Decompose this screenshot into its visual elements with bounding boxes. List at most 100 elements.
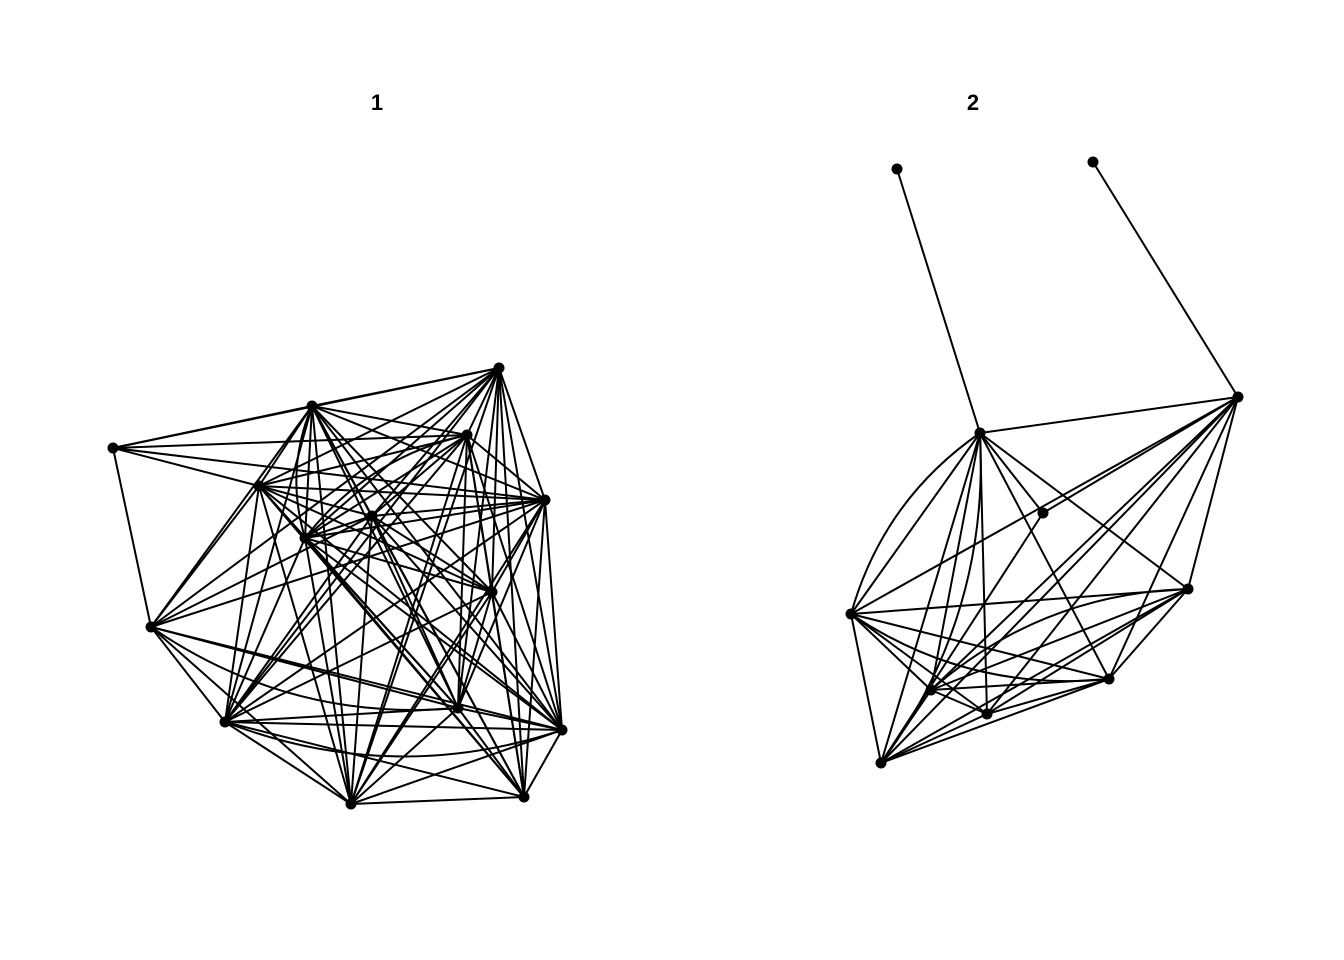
panel-2-edge-3-6 [850,396,1239,615]
panel-1-node-3 [461,429,473,441]
panel-2-curved-edge-2-10 [880,432,982,764]
panel-1-edge-7-10 [224,537,306,723]
panel-1-title: 1 [370,90,384,115]
panel-1-edge-8-10 [224,515,373,723]
panel-1-edge-5-10 [224,499,546,723]
panel-1-node-6 [145,621,157,633]
panel-2-edge-8-10 [880,713,988,764]
panel-2-node-9 [1103,673,1115,685]
panel-1-edge-3-11 [457,434,468,709]
panel-2-node-8 [981,708,993,720]
panel-2-edge-2-3 [979,396,1239,434]
panel-2-curved-edge-5-7 [930,588,1189,691]
panel-1-edge-2-10 [224,367,500,723]
panel-1-edge-1-3 [311,405,468,436]
panel-1-edge-2-12 [498,367,563,731]
panel-2-edge-2-5 [979,432,1189,590]
panel-1-edge-1-6 [150,405,313,628]
panel-1-node-8 [366,510,378,522]
panel-1-node-0 [107,442,119,454]
panel-2-node-5 [1182,583,1194,595]
panel-1-node-11 [452,702,464,714]
panel-1-edge-5-8 [371,499,546,517]
panel-1-edge-9-12 [491,591,563,731]
panel-1-edge-4-12 [258,485,563,731]
panel-1-edge-4-6 [150,485,260,628]
panel-2-node-4 [1037,507,1049,519]
panel-1-edge-3-13 [350,434,468,805]
panel-2-node-1 [1087,156,1099,168]
panel-1-edge-6-8 [150,515,373,628]
panel-2-node-3 [1232,391,1244,403]
panel-1-edge-7-12 [304,537,563,731]
panel-1-edge-2-5 [498,367,546,501]
panel-1-edge-3-7 [304,434,468,539]
panel-1-node-12 [556,724,568,736]
panel-1-edge-4-10 [224,485,260,723]
panel-1-curved-edge-1-7 [295,405,313,539]
panel-1-edge-5-6 [150,499,546,628]
panel-1-edge-5-12 [544,499,563,731]
panel-1-edge-9-10 [224,591,493,723]
panel-1-edge-13-14 [350,796,525,805]
panel-1-edge-2-9 [491,367,500,593]
panel-1-node-7 [299,532,311,544]
panel-2-curved-edge-2-6 [850,432,981,615]
panel-1-edge-5-7 [304,499,546,539]
panel-1-edge-2-4 [258,367,500,487]
panel-2-edge-3-8 [986,396,1239,715]
panel-2-edge-6-9 [850,613,1110,680]
panel-1-edge-9-11 [457,591,493,709]
panel-1-edge-3-12 [466,434,563,731]
panel-1-edge-1-7 [304,405,313,539]
panel-1-edge-3-10 [224,434,468,723]
panel-1-node-14 [518,791,530,803]
panel-2-edge-2-7 [930,432,981,691]
panel-1-node-9 [486,586,498,598]
panel-1-edge-7-8 [304,515,373,539]
panel-1-edge-0-6 [112,447,152,628]
panel-1-edge-2-7 [304,367,500,539]
panel-2-node-10 [875,757,887,769]
panel-1-edge-8-9 [371,515,493,593]
panel-2-edge-8-9 [986,678,1110,715]
panel-2-edge-3-9 [1108,396,1239,680]
panel-2-edge-2-4 [979,432,1044,514]
panel-2-edge-3-7 [930,396,1239,691]
panel-2-edge-2-10 [880,432,981,764]
panel-1-edge-10-13 [224,721,352,805]
panel-2-edge-2-9 [979,432,1110,680]
panel-2-edge-6-10 [850,613,882,764]
panel-1-edge-7-11 [304,537,459,709]
panel-1-edge-5-11 [457,499,546,709]
panel-2-edge-5-8 [986,588,1189,715]
panel-1-graph [107,362,568,810]
panel-2-edge-6-7 [850,613,932,691]
panel-1-node-2 [493,362,505,374]
panel-1-edge-5-13 [350,499,546,805]
panel-1-node-5 [539,494,551,506]
panel-1-edge-4-9 [258,485,493,593]
panel-1-edge-0-4 [112,447,260,487]
panel-1-edge-11-14 [457,707,525,798]
panel-2-edge-5-9 [1108,588,1189,680]
panel-1-edge-6-12 [150,626,563,731]
panel-2-edge-5-10 [880,588,1189,764]
panel-2-edge-0-2 [896,168,981,434]
panel-2-edge-7-8 [930,689,988,715]
panel-1-node-1 [306,400,318,412]
panel-1-edge-10-14 [224,721,525,798]
panel-1-edge-2-6 [150,367,500,628]
panel-1-edge-1-11 [311,405,459,709]
panel-2-edge-6-8 [850,613,988,715]
panel-1-node-10 [219,716,231,728]
panel-2-edge-2-6 [850,432,981,615]
panel-2-edge-3-10 [880,396,1239,764]
panel-2-node-6 [845,608,857,620]
panel-1-edge-4-5 [258,485,546,501]
panel-1-edge-9-13 [350,591,493,805]
panel-1-edge-4-8 [258,485,373,517]
panel-2-node-7 [925,684,937,696]
panel-1-edge-6-10 [150,626,226,723]
